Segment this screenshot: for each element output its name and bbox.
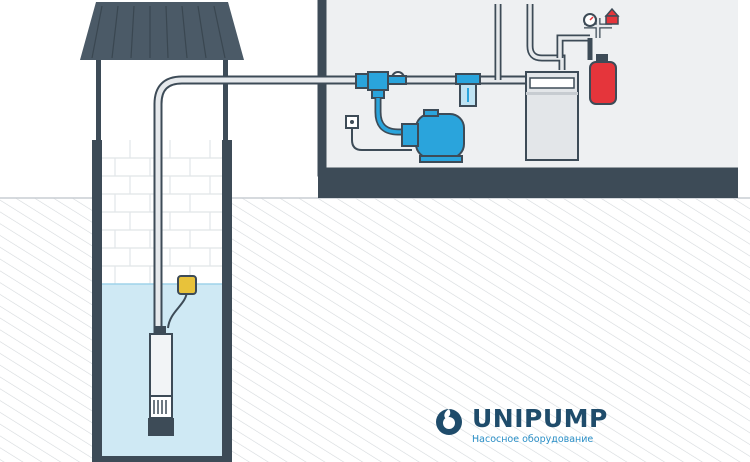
well-roof bbox=[80, 2, 244, 60]
well-wall-right bbox=[222, 140, 232, 460]
power-socket bbox=[345, 115, 412, 151]
roof-post-left bbox=[96, 60, 101, 142]
brand-name: UNIPUMP bbox=[472, 404, 608, 433]
supply-pipe bbox=[153, 4, 590, 336]
well-wall-left bbox=[92, 140, 102, 460]
house-foundation bbox=[318, 172, 738, 198]
roof-post-right bbox=[223, 60, 228, 142]
float-switch bbox=[167, 275, 197, 329]
brand-tagline: Насосное оборудование bbox=[472, 434, 594, 445]
water-filter bbox=[455, 73, 481, 107]
brand-logo: UNIPUMP Насосное оборудование bbox=[434, 406, 608, 446]
water-heater bbox=[525, 71, 579, 161]
expansion-tank bbox=[583, 7, 620, 105]
submersible-pump bbox=[148, 326, 174, 436]
drop-swirl-icon bbox=[436, 409, 462, 435]
pressure-tank bbox=[401, 109, 465, 163]
valve-assembly bbox=[355, 71, 410, 136]
